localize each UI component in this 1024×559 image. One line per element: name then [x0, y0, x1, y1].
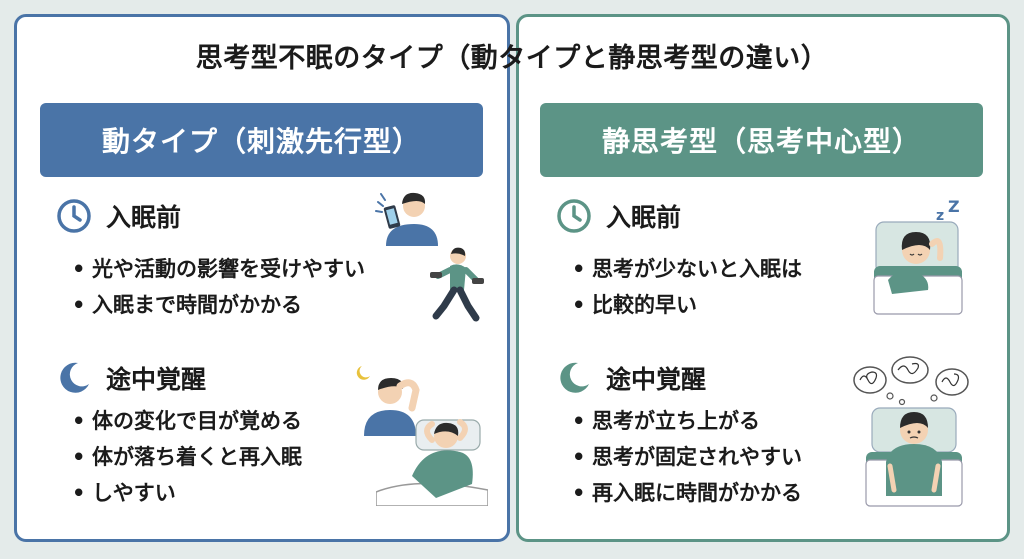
list-item: 思考が固定されやすい	[570, 439, 802, 475]
left-before-sleep-label: 入眠前	[106, 203, 182, 232]
person-waking-icon	[356, 366, 420, 436]
list-item: 比較的早い	[570, 287, 802, 323]
clock-icon	[57, 199, 91, 233]
list-item: 光や活動の影響を受けやすい	[70, 251, 365, 287]
svg-text:Z: Z	[948, 200, 960, 216]
left-night-waking-label: 途中覚醒	[106, 365, 207, 394]
right-before-sleep-list: 思考が少ないと入眠は 比較的早い	[570, 251, 802, 323]
right-night-waking-list: 思考が立ち上がる 思考が固定されやすい 再入眠に時間がかかる	[570, 403, 802, 511]
right-night-waking-label: 途中覚醒	[606, 365, 707, 394]
left-night-waking-heading: 途中覚醒	[56, 360, 206, 396]
svg-text:z: z	[936, 208, 944, 224]
left-before-sleep-list: 光や活動の影響を受けやすい 入眠まで時間がかかる	[70, 251, 365, 323]
right-before-sleep-label: 入眠前	[606, 203, 682, 232]
crescent-moon-icon	[60, 362, 89, 393]
list-item: 再入眠に時間がかかる	[570, 475, 802, 511]
left-before-sleep-heading: 入眠前	[56, 198, 181, 234]
crescent-moon-icon	[560, 362, 589, 393]
person-with-phone-icon	[375, 192, 438, 246]
left-header: 動タイプ（刺激先行型）	[40, 103, 483, 177]
list-item: 体が落ち着くと再入眠	[70, 439, 302, 475]
thought-bubble-icon	[853, 356, 969, 406]
list-item: 思考が少ないと入眠は	[570, 251, 802, 287]
person-awake-thinking-icon	[853, 356, 969, 507]
right-header: 静思考型（思考中心型）	[540, 103, 983, 177]
page-title: 思考型不眠のタイプ（動タイプと静思考型の違い）	[195, 43, 829, 74]
person-running-icon	[430, 247, 484, 322]
person-sleeping-icon: z Z	[873, 200, 963, 315]
list-item: 思考が立ち上がる	[570, 403, 802, 439]
right-before-sleep-heading: 入眠前	[556, 198, 681, 234]
list-item: しやすい	[70, 475, 302, 511]
clock-icon	[557, 199, 591, 233]
right-night-waking-heading: 途中覚醒	[556, 360, 706, 396]
list-item: 入眠まで時間がかかる	[70, 287, 365, 323]
left-night-waking-list: 体の変化で目が覚める 体が落ち着くと再入眠 しやすい	[70, 403, 302, 511]
list-item: 体の変化で目が覚める	[70, 403, 302, 439]
person-relaxing-icon	[376, 419, 488, 506]
